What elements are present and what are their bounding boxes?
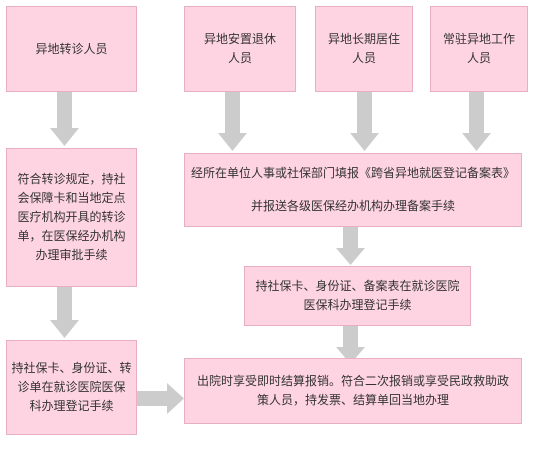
node-retiree: 异地安置退休 人员: [184, 6, 296, 92]
node-discharge-text: 出院时享受即时结算报销。符合二次报销或享受民政救助政 策人员，持发票、结算单回当…: [196, 374, 509, 407]
node-long-term-resident-text: 异地长期居住 人员: [327, 32, 400, 65]
node-transfer-rule-text: 符合转诊规定，持社 会保障卡和当地定点 医疗机构开具的转诊 单，在医保经办机构 …: [17, 172, 126, 262]
node-transfer-person-text: 异地转诊人员: [35, 41, 108, 56]
node-filing-line2: 并报送各级医保经办机构办理备案手续: [250, 199, 455, 213]
node-long-term-resident: 异地长期居住 人员: [315, 6, 413, 92]
arrow-down-2: [218, 92, 247, 151]
node-register-transfer-text: 持社保卡、身份证、转 诊单在就诊医院医保 科办理登记手续: [11, 361, 132, 413]
arrow-down-5: [336, 227, 365, 265]
node-stationed-worker: 常驻异地工作 人员: [430, 6, 528, 92]
node-register-transfer: 持社保卡、身份证、转 诊单在就诊医院医保 科办理登记手续: [6, 340, 137, 435]
node-transfer-person: 异地转诊人员: [6, 6, 137, 92]
arrow-down-3: [350, 92, 379, 151]
arrow-down-4: [462, 92, 491, 151]
node-register-filed: 持社保卡、身份证、备案表在就诊医院 医保科办理登记手续: [244, 266, 471, 326]
arrow-down-1: [50, 92, 79, 146]
node-register-filed-text: 持社保卡、身份证、备案表在就诊医院 医保科办理登记手续: [255, 279, 460, 312]
arrow-right-1: [137, 383, 184, 414]
node-transfer-rule: 符合转诊规定，持社 会保障卡和当地定点 医疗机构开具的转诊 单，在医保经办机构 …: [6, 148, 137, 287]
node-filing-line1: 经所在单位人事或社保部门填报《跨省异地就医登记备案表》: [190, 166, 515, 180]
node-discharge: 出院时享受即时结算报销。符合二次报销或享受民政救助政 策人员，持发票、结算单回当…: [184, 358, 522, 424]
arrow-down-7: [50, 287, 79, 338]
node-stationed-worker-text: 常驻异地工作 人员: [442, 32, 515, 65]
arrow-down-6: [336, 326, 365, 364]
node-filing: 经所在单位人事或社保部门填报《跨省异地就医登记备案表》 并报送各级医保经办机构办…: [184, 153, 522, 227]
node-retiree-text: 异地安置退休 人员: [203, 32, 276, 65]
